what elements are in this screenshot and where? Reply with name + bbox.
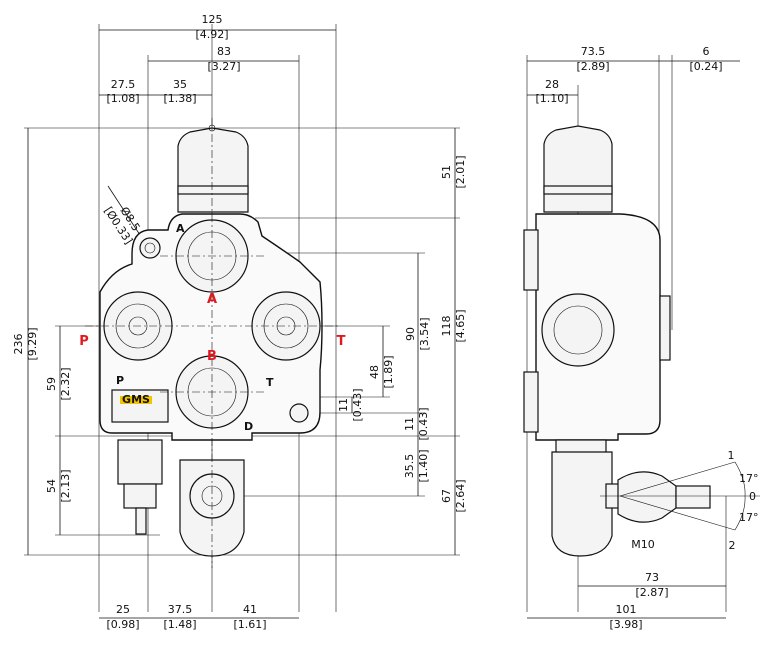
port-b-label: B <box>207 349 217 364</box>
dim-73-5-inch: [2.89] <box>576 60 609 73</box>
dim-48: 48 <box>368 365 381 379</box>
dim-236: 236 <box>12 334 25 355</box>
dim-125-inch: [4.92] <box>195 28 228 41</box>
dim-11-b-inch: [0.43] <box>417 407 430 440</box>
dim-41-inch: [1.61] <box>233 618 266 631</box>
dim-90-inch: [3.54] <box>418 317 431 350</box>
dim-28-inch: [1.10] <box>535 92 568 105</box>
brand-plate <box>120 396 152 404</box>
dim-101-inch: [3.98] <box>609 618 642 631</box>
dim-11-b: 11 <box>403 417 416 431</box>
dim-83-inch: [3.27] <box>207 60 240 73</box>
port-a-label: A <box>207 292 217 307</box>
side-valve-body <box>523 125 760 557</box>
dim-125: 125 <box>202 13 223 26</box>
front-dimension-lines <box>27 24 456 619</box>
lever-labels: 1 0 2 17° 17° M10 <box>631 449 758 552</box>
dim-35-5: 35.5 <box>403 454 416 479</box>
dim-236-inch: [9.29] <box>26 327 39 360</box>
dim-37-5: 37.5 <box>168 603 193 616</box>
port-t-label: T <box>337 334 346 349</box>
dim-90: 90 <box>404 327 417 341</box>
dim-25-inch: [0.98] <box>106 618 139 631</box>
dim-59: 59 <box>45 377 58 391</box>
dim-11-a: 11 <box>337 398 350 412</box>
dim-37-5-inch: [1.48] <box>163 618 196 631</box>
dim-35: 35 <box>173 78 187 91</box>
dim-83: 83 <box>217 45 231 58</box>
dim-51: 51 <box>440 165 453 179</box>
dim-54-inch: [2.13] <box>59 469 72 502</box>
dim-6: 6 <box>703 45 710 58</box>
dim-73: 73 <box>645 571 659 584</box>
lever-position-0: 0 <box>749 490 756 503</box>
dim-48-inch: [1.89] <box>382 355 395 388</box>
body-mark-a: A <box>176 222 185 235</box>
dim-118-inch: [4.65] <box>454 309 467 342</box>
brand-logo-text: GMS <box>122 393 150 406</box>
dim-35-inch: [1.38] <box>163 92 196 105</box>
dim-27-5-inch: [1.08] <box>106 92 139 105</box>
dim-35-5-inch: [1.40] <box>417 449 430 482</box>
dim-101: 101 <box>616 603 637 616</box>
dim-27-5: 27.5 <box>111 78 136 91</box>
front-dimension-labels: 125 [4.92] 83 [3.27] 27.5 [1.08] 35 [1.3… <box>12 13 467 631</box>
body-mark-d: D <box>244 420 253 433</box>
port-p-label: P <box>79 334 89 349</box>
body-mark-t: T <box>266 376 274 389</box>
front-valve-body <box>85 118 340 568</box>
body-mark-p: P <box>116 374 124 387</box>
dim-51-inch: [2.01] <box>454 155 467 188</box>
dim-118: 118 <box>440 316 453 337</box>
dim-73-5: 73.5 <box>581 45 606 58</box>
dim-54: 54 <box>45 479 58 493</box>
dim-11-a-inch: [0.43] <box>351 388 364 421</box>
lever-angle-up: 17° <box>739 472 759 485</box>
thread-label: M10 <box>631 538 655 551</box>
dim-59-inch: [2.32] <box>59 367 72 400</box>
front-port-labels: A B P T A D P T GMS <box>79 222 345 433</box>
dim-28: 28 <box>545 78 559 91</box>
dim-73-inch: [2.87] <box>635 586 668 599</box>
lever-position-1: 1 <box>728 449 735 462</box>
dim-6-inch: [0.24] <box>689 60 722 73</box>
lever-angle-down: 17° <box>739 511 759 524</box>
dim-67-inch: [2.64] <box>454 479 467 512</box>
dim-41: 41 <box>243 603 257 616</box>
lever-position-2: 2 <box>729 539 736 552</box>
dim-25: 25 <box>116 603 130 616</box>
side-dimension-labels: 73.5 [2.89] 6 [0.24] 28 [1.10] 73 [2.87]… <box>535 45 722 631</box>
dim-67: 67 <box>440 489 453 503</box>
